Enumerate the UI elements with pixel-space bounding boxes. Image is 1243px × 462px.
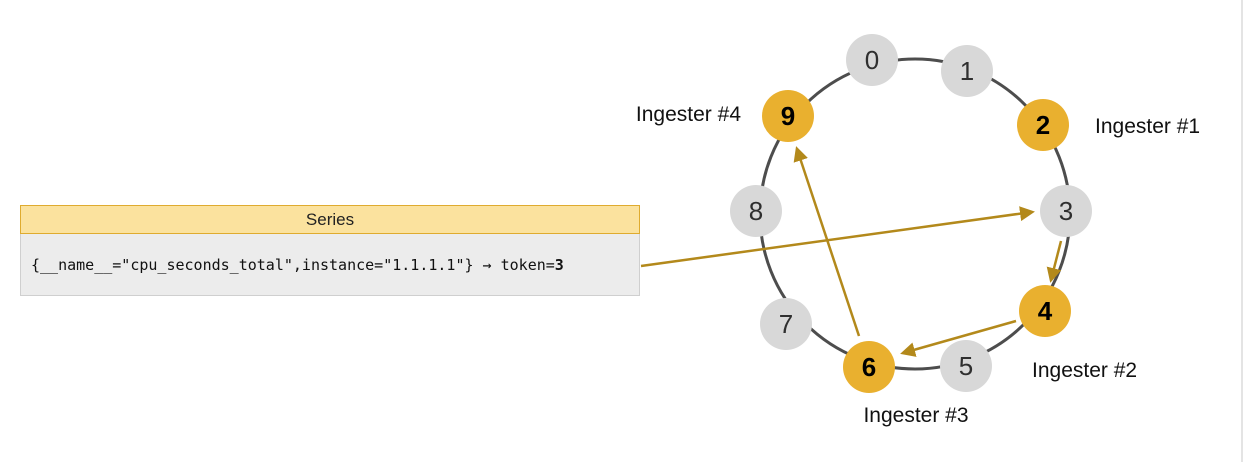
ingester-label-token-4: Ingester #2 [1032, 359, 1138, 382]
ring-token-5: 5 [940, 340, 992, 392]
ingester-label-token-6: Ingester #3 [863, 404, 969, 427]
ring-token-9: 9 [762, 90, 814, 142]
arrow-token-3-to-4 [1046, 240, 1063, 283]
ingester-label-token-2: Ingester #1 [1095, 115, 1201, 138]
series-box-title: Series [20, 205, 640, 234]
ring-token-0: 0 [846, 34, 898, 86]
arrow-query-to-token-3 [640, 206, 1035, 268]
ring-token-4: 4 [1019, 285, 1071, 337]
ring-token-3: 3 [1040, 185, 1092, 237]
ring-token-2: 2 [1017, 99, 1069, 151]
ingester-label-token-9: Ingester #4 [635, 103, 741, 126]
ring-token-8: 8 [730, 185, 782, 237]
series-query-text: {__name__="cpu_seconds_total",instance="… [31, 255, 555, 274]
arrow-token-4-to-6 [900, 319, 1017, 357]
series-token-value: 3 [554, 255, 564, 274]
ring-token-6: 6 [843, 341, 895, 393]
arrow-token-6-to-9 [793, 146, 861, 337]
ring-token-7: 7 [760, 298, 812, 350]
series-box: Series {__name__="cpu_seconds_total",ins… [20, 205, 640, 296]
ring-token-1: 1 [941, 45, 993, 97]
series-query: {__name__="cpu_seconds_total",instance="… [20, 234, 640, 296]
